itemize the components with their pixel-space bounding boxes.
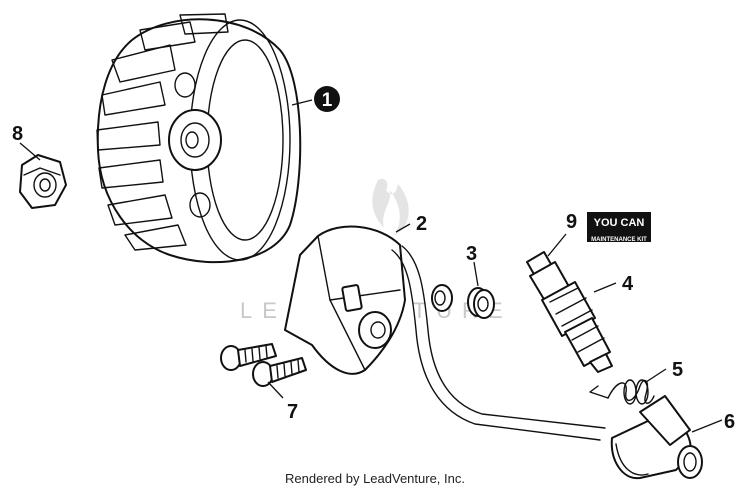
- flywheel-part: [96, 13, 302, 264]
- callout-3: 3: [466, 243, 477, 265]
- grommet-part: [431, 284, 495, 319]
- leader-lines: [19, 99, 723, 433]
- spring-part: [589, 379, 655, 405]
- callout-4: 4: [622, 273, 634, 295]
- callout-9: 9: [566, 211, 577, 233]
- callout-7: 7: [287, 401, 298, 423]
- callout-2: 2: [416, 213, 427, 235]
- nut-part: [19, 154, 67, 209]
- ignition-module-part: [284, 225, 606, 441]
- spark-plug-part: [526, 251, 613, 373]
- callout-8: 8: [12, 123, 23, 145]
- callout-5: 5: [672, 359, 683, 381]
- callouts: 1 8 2 3 9 4 5 6 7: [12, 86, 735, 433]
- screw-part: [220, 343, 307, 387]
- callout-1-badge: [314, 86, 340, 112]
- maintenance-kit-badge: YOU CAN MAINTENANCE KIT: [587, 212, 651, 243]
- badge-line2: MAINTENANCE KIT: [591, 237, 647, 243]
- callout-6: 6: [724, 411, 735, 433]
- badge-line1: YOU CAN: [594, 217, 645, 229]
- render-credit: Rendered by LeadVenture, Inc.: [285, 471, 465, 486]
- spark-plug-boot-part: [610, 395, 703, 480]
- callout-1: 1: [322, 90, 333, 111]
